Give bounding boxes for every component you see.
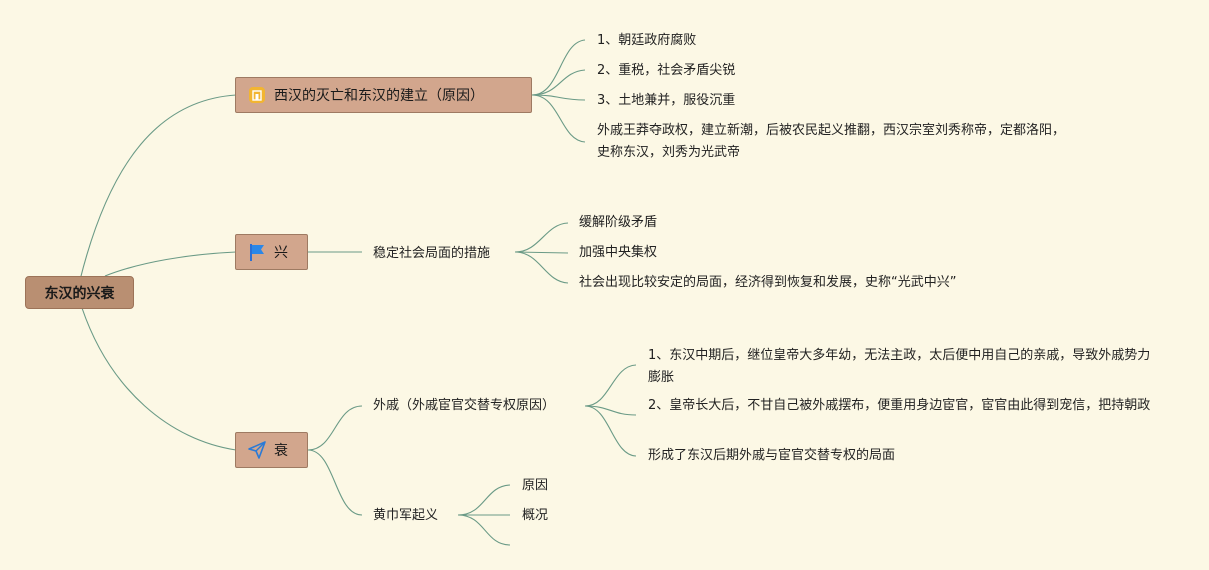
- root-label: 东汉的兴衰: [44, 285, 115, 302]
- branch-fall-rise-label: 西汉的灭亡和东汉的建立（原因）: [274, 88, 484, 104]
- fall-rise-item: 2、重税，社会矛盾尖锐: [597, 63, 736, 78]
- root-node[interactable]: 东汉的兴衰: [25, 276, 134, 309]
- xing-sub-label: 稳定社会局面的措施: [373, 246, 491, 261]
- flag-icon: [246, 241, 268, 263]
- fall-rise-item: 1、朝廷政府腐败: [597, 33, 697, 48]
- building-icon: [246, 84, 268, 106]
- waiqi-label: 外戚（外戚宦官交替专权原因）: [373, 398, 556, 413]
- branch-shuai[interactable]: 衰: [235, 432, 308, 468]
- waiqi-item: 2、皇帝长大后，不甘自己被外戚摆布，便重用身边宦官，宦官由此得到宠信，把持朝政: [648, 398, 1151, 413]
- branch-fall-rise[interactable]: 西汉的灭亡和东汉的建立（原因）: [235, 77, 532, 113]
- huangjin-item: 原因: [522, 478, 549, 493]
- huangjin-label: 黄巾军起义: [373, 508, 439, 523]
- huangjin-item: 概况: [522, 508, 549, 523]
- xing-item: 缓解阶级矛盾: [579, 215, 658, 230]
- waiqi-item: 1、东汉中期后，继位皇帝大多年幼，无法主政，太后便中用自己的亲戚，导致外戚势力膨…: [648, 348, 1151, 385]
- paper-plane-icon: [246, 439, 268, 461]
- fall-rise-item: 3、土地兼并，服役沉重: [597, 93, 736, 108]
- branch-shuai-label: 衰: [274, 443, 288, 459]
- fall-rise-item: 外戚王莽夺政权，建立新潮，后被农民起义推翻，西汉宗室刘秀称帝，定都洛阳，史称东汉…: [597, 123, 1066, 160]
- xing-item: 加强中央集权: [579, 245, 658, 260]
- branch-xing[interactable]: 兴: [235, 234, 308, 270]
- xing-item: 社会出现比较安定的局面，经济得到恢复和发展，史称“光武中兴”: [579, 275, 957, 290]
- branch-xing-label: 兴: [274, 245, 288, 261]
- waiqi-item: 形成了东汉后期外戚与宦官交替专权的局面: [648, 448, 896, 463]
